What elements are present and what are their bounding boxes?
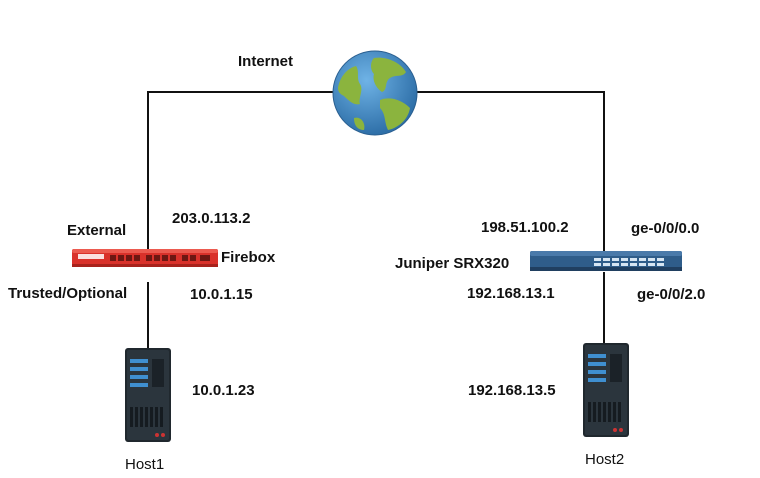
juniper-label: Juniper SRX320 [395,255,510,272]
host2-label: Host2 [585,451,625,468]
firebox-external-ip: 203.0.113.2 [172,210,251,227]
host1-label: Host1 [125,456,165,473]
external-interface-label: External [67,222,127,239]
firebox-label: Firebox [221,249,276,266]
trusted-optional-label: Trusted/Optional [8,285,128,302]
globe-icon [332,50,418,136]
juniper-external-ip: 198.51.100.2 [481,219,569,236]
juniper-internal-interface: ge-0/0/2.0 [637,286,706,303]
router-appliance-icon [530,251,682,271]
link-firebox-internet [147,91,338,250]
link-internet-juniper [414,91,605,252]
internet-label: Internet [238,53,294,70]
firewall-appliance-icon [72,249,218,267]
server-icon [583,343,629,437]
host2-ip: 192.168.13.5 [468,382,556,399]
host1-ip: 10.0.1.23 [192,382,255,399]
server-icon [125,348,171,442]
juniper-internal-ip: 192.168.13.1 [467,285,555,302]
juniper-external-interface: ge-0/0/0.0 [631,220,700,237]
firebox-internal-ip: 10.0.1.15 [190,286,253,303]
